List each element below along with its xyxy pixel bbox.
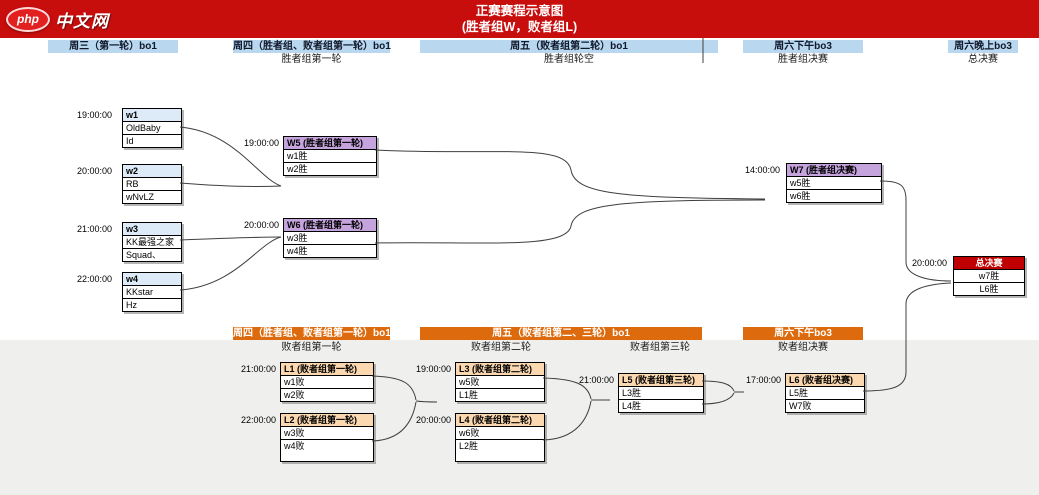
match-title: w3	[123, 223, 181, 236]
match-player: w4胜	[284, 244, 376, 257]
match-box-grand-final: 总决赛 w7胜 L6胜	[953, 256, 1025, 296]
site-logo[interactable]: php 中文网	[6, 6, 109, 32]
match-player: Squad、	[123, 248, 181, 261]
match-box-W6: W6 (胜者组第一轮) w3胜 w4胜	[283, 218, 377, 258]
match-player: L2胜	[456, 439, 544, 461]
match-box-L2: L2 (败者组第一轮) w3败 w4败	[280, 413, 374, 462]
match-box-w2: w2 RB wNvLZ	[122, 164, 182, 204]
header-thu-round1: 周四（胜者组、败者组第一轮）bo1	[233, 40, 391, 53]
match-title: W7 (胜者组决赛)	[787, 164, 881, 177]
match-title: 总决赛	[954, 257, 1024, 270]
page-title: 正赛赛程示意图 (胜者组W，败者组L)	[0, 3, 1039, 35]
match-player: w1胜	[284, 150, 376, 162]
match-player: W7败	[786, 399, 864, 412]
match-time-w1: 19:00:00	[76, 110, 112, 120]
top-banner: 正赛赛程示意图 (胜者组W，败者组L) php 中文网	[0, 0, 1039, 38]
match-title: W6 (胜者组第一轮)	[284, 219, 376, 232]
match-player: w5胜	[787, 177, 881, 189]
match-box-L1: L1 (败者组第一轮) w1败 w2败	[280, 362, 374, 402]
sublabel-grand-final: 总决赛	[968, 54, 998, 65]
match-player: KKstar	[123, 286, 181, 298]
match-player: L4胜	[619, 399, 703, 412]
match-time-w3: 21:00:00	[76, 224, 112, 234]
match-box-L6: L6 (败者组决赛) L5胜 W7败	[785, 373, 865, 413]
match-box-w3: w3 KK最强之家 Squad、	[122, 222, 182, 262]
match-time-L6: 17:00:00	[745, 375, 781, 385]
header-losers-fri: 周五（败者组第二、三轮）bo1	[420, 327, 702, 340]
header-losers-thu: 周四（胜者组、败者组第一轮）bo1	[233, 327, 391, 340]
match-title: W5 (胜者组第一轮)	[284, 137, 376, 150]
match-time-W6: 20:00:00	[243, 220, 279, 230]
match-player: w6胜	[787, 189, 881, 202]
match-player: w6败	[456, 427, 544, 439]
match-time-final: 20:00:00	[911, 258, 947, 268]
php-logo-icon: php	[6, 6, 50, 32]
match-player: wNvLZ	[123, 190, 181, 203]
match-box-w1: w1 OldBaby Id	[122, 108, 182, 148]
match-time-w4: 22:00:00	[76, 274, 112, 284]
match-box-W5: W5 (胜者组第一轮) w1胜 w2胜	[283, 136, 377, 176]
match-box-L3: L3 (败者组第二轮) w5败 L1胜	[455, 362, 545, 402]
match-player: KK最强之家	[123, 236, 181, 248]
match-title: L3 (败者组第二轮)	[456, 363, 544, 376]
match-title: w1	[123, 109, 181, 122]
match-time-L1: 21:00:00	[240, 364, 276, 374]
sublabel-losers-round2: 败者组第二轮	[471, 342, 531, 353]
match-time-L5: 21:00:00	[578, 375, 614, 385]
match-player: L1胜	[456, 388, 544, 401]
match-player: L5胜	[786, 387, 864, 399]
match-time-W7: 14:00:00	[744, 165, 780, 175]
match-player: Hz	[123, 298, 181, 311]
header-sat-afternoon: 周六下午bo3	[743, 40, 863, 53]
match-time-L3: 19:00:00	[415, 364, 451, 374]
header-sat-night: 周六晚上bo3	[948, 40, 1018, 53]
match-player: w2败	[281, 388, 373, 401]
match-box-w4: w4 KKstar Hz	[122, 272, 182, 312]
match-player: L6胜	[954, 282, 1024, 295]
header-wed-round1: 周三（第一轮）bo1	[48, 40, 178, 53]
sublabel-winners-final: 胜者组决赛	[778, 54, 828, 65]
sublabel-losers-round3: 败者组第三轮	[630, 342, 690, 353]
match-player: w4败	[281, 439, 373, 461]
site-logo-text: 中文网	[55, 11, 109, 31]
sublabel-winners-bye: 胜者组轮空	[544, 54, 594, 65]
match-title: L4 (败者组第二轮)	[456, 414, 544, 427]
match-player: Id	[123, 134, 181, 147]
sublabel-losers-final: 败者组决赛	[778, 342, 828, 353]
match-title: w4	[123, 273, 181, 286]
match-time-W5: 19:00:00	[243, 138, 279, 148]
match-title: w2	[123, 165, 181, 178]
page-title-line1: 正赛赛程示意图	[475, 4, 564, 18]
header-fri-losers2: 周五（败者组第二轮）bo1	[420, 40, 718, 53]
header-losers-sat: 周六下午bo3	[743, 327, 863, 340]
page-title-line2: (胜者组W，败者组L)	[461, 20, 578, 34]
match-player: w5败	[456, 376, 544, 388]
match-time-w2: 20:00:00	[76, 166, 112, 176]
match-title: L5 (败者组第三轮)	[619, 374, 703, 387]
match-player: RB	[123, 178, 181, 190]
match-title: L1 (败者组第一轮)	[281, 363, 373, 376]
match-box-L4: L4 (败者组第二轮) w6败 L2胜	[455, 413, 545, 462]
match-player: w3败	[281, 427, 373, 439]
match-player: OldBaby	[123, 122, 181, 134]
match-box-W7: W7 (胜者组决赛) w5胜 w6胜	[786, 163, 882, 203]
match-player: L3胜	[619, 387, 703, 399]
match-time-L4: 20:00:00	[415, 415, 451, 425]
match-player: w1败	[281, 376, 373, 388]
match-title: L6 (败者组决赛)	[786, 374, 864, 387]
sublabel-winners-round1: 胜者组第一轮	[281, 54, 342, 65]
match-player: w3胜	[284, 232, 376, 244]
match-time-L2: 22:00:00	[240, 415, 276, 425]
sublabel-losers-round1: 败者组第一轮	[281, 342, 342, 353]
match-box-L5: L5 (败者组第三轮) L3胜 L4胜	[618, 373, 704, 413]
match-player: w7胜	[954, 270, 1024, 282]
match-player: w2胜	[284, 162, 376, 175]
match-title: L2 (败者组第一轮)	[281, 414, 373, 427]
